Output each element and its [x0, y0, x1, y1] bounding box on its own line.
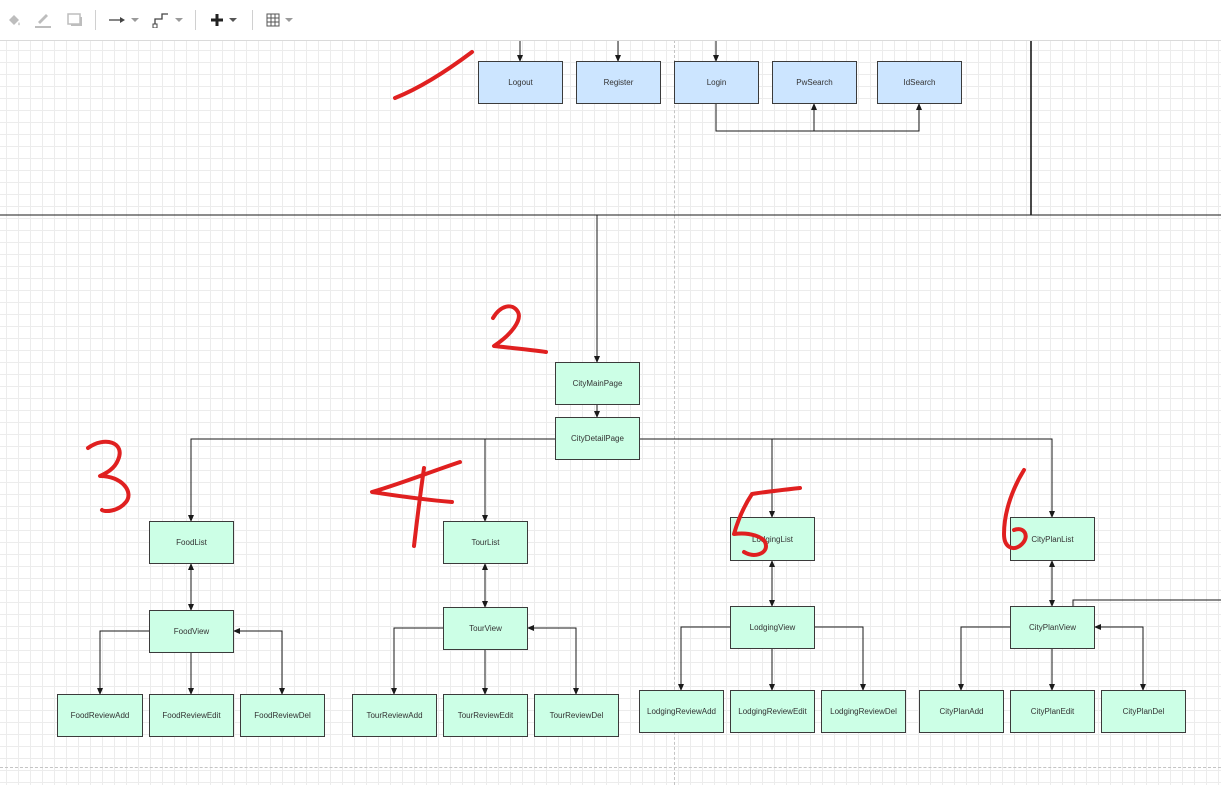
node-tour-review-add[interactable]: TourReviewAdd — [352, 694, 437, 737]
page-break-vertical — [674, 40, 675, 785]
toolbar-separator — [95, 10, 96, 30]
node-lodging-review-add[interactable]: LodgingReviewAdd — [639, 690, 724, 733]
connectors-layer — [0, 40, 1221, 695]
node-city-plan-view[interactable]: CityPlanView — [1010, 606, 1095, 649]
node-city-plan-del[interactable]: CityPlanDel — [1101, 690, 1186, 733]
fill-color-icon — [9, 15, 20, 26]
table-grid-icon — [266, 13, 279, 27]
node-food-review-edit[interactable]: FoodReviewEdit — [149, 694, 234, 737]
node-food-view[interactable]: FoodView — [149, 610, 234, 653]
line-color-button[interactable] — [32, 8, 54, 32]
page-break-horizontal — [0, 767, 1221, 768]
connection-arrow-icon — [108, 17, 125, 23]
node-city-plan-add[interactable]: CityPlanAdd — [919, 690, 1004, 733]
node-city-plan-list[interactable]: CityPlanList — [1010, 517, 1095, 561]
connector — [678, 626, 730, 691]
node-lodging-list[interactable]: LodgingList — [730, 517, 815, 561]
connector — [1094, 624, 1146, 691]
connector — [188, 438, 597, 522]
insert-button[interactable] — [206, 8, 240, 32]
node-id-search[interactable]: IdSearch — [877, 61, 962, 104]
connector — [772, 438, 1055, 518]
node-login[interactable]: Login — [674, 61, 759, 104]
connector — [814, 103, 922, 132]
node-lodging-review-del[interactable]: LodgingReviewDel — [821, 690, 906, 733]
node-tour-list[interactable]: TourList — [443, 521, 528, 564]
node-tour-view[interactable]: TourView — [443, 607, 528, 650]
connector — [97, 630, 149, 695]
insert-plus-icon — [210, 14, 223, 26]
node-logout[interactable]: Logout — [478, 61, 563, 104]
node-tour-review-edit[interactable]: TourReviewEdit — [443, 694, 528, 737]
toolbar-separator — [252, 10, 253, 30]
node-city-plan-edit[interactable]: CityPlanEdit — [1010, 690, 1095, 733]
node-food-review-add[interactable]: FoodReviewAdd — [57, 694, 143, 737]
connector — [715, 103, 817, 132]
connector — [1072, 599, 1221, 606]
waypoints-button[interactable] — [150, 8, 184, 32]
connector — [958, 626, 1010, 691]
toolbar — [0, 0, 1221, 41]
node-register[interactable]: Register — [576, 61, 661, 104]
diagram-canvas[interactable]: Logout Register Login PwSearch IdSearch … — [0, 40, 1221, 785]
node-food-review-del[interactable]: FoodReviewDel — [240, 694, 325, 737]
shadow-icon — [67, 13, 82, 26]
node-pw-search[interactable]: PwSearch — [772, 61, 857, 104]
waypoint-style-icon — [152, 13, 168, 28]
connection-style-button[interactable] — [106, 8, 140, 32]
node-food-list[interactable]: FoodList — [149, 521, 234, 564]
shadow-button[interactable] — [64, 8, 86, 32]
fill-color-button[interactable] — [4, 8, 24, 32]
node-lodging-review-edit[interactable]: LodgingReviewEdit — [730, 690, 815, 733]
connector — [814, 626, 866, 691]
node-city-main-page[interactable]: CityMainPage — [555, 362, 640, 405]
node-tour-review-del[interactable]: TourReviewDel — [534, 694, 619, 737]
node-city-detail-page[interactable]: CityDetailPage — [555, 417, 640, 460]
node-lodging-view[interactable]: LodgingView — [730, 606, 815, 649]
toolbar-separator — [195, 10, 196, 30]
connector — [527, 625, 579, 695]
connector — [233, 628, 285, 695]
table-button[interactable] — [262, 8, 296, 32]
connector — [391, 627, 443, 695]
line-color-icon — [35, 14, 51, 28]
